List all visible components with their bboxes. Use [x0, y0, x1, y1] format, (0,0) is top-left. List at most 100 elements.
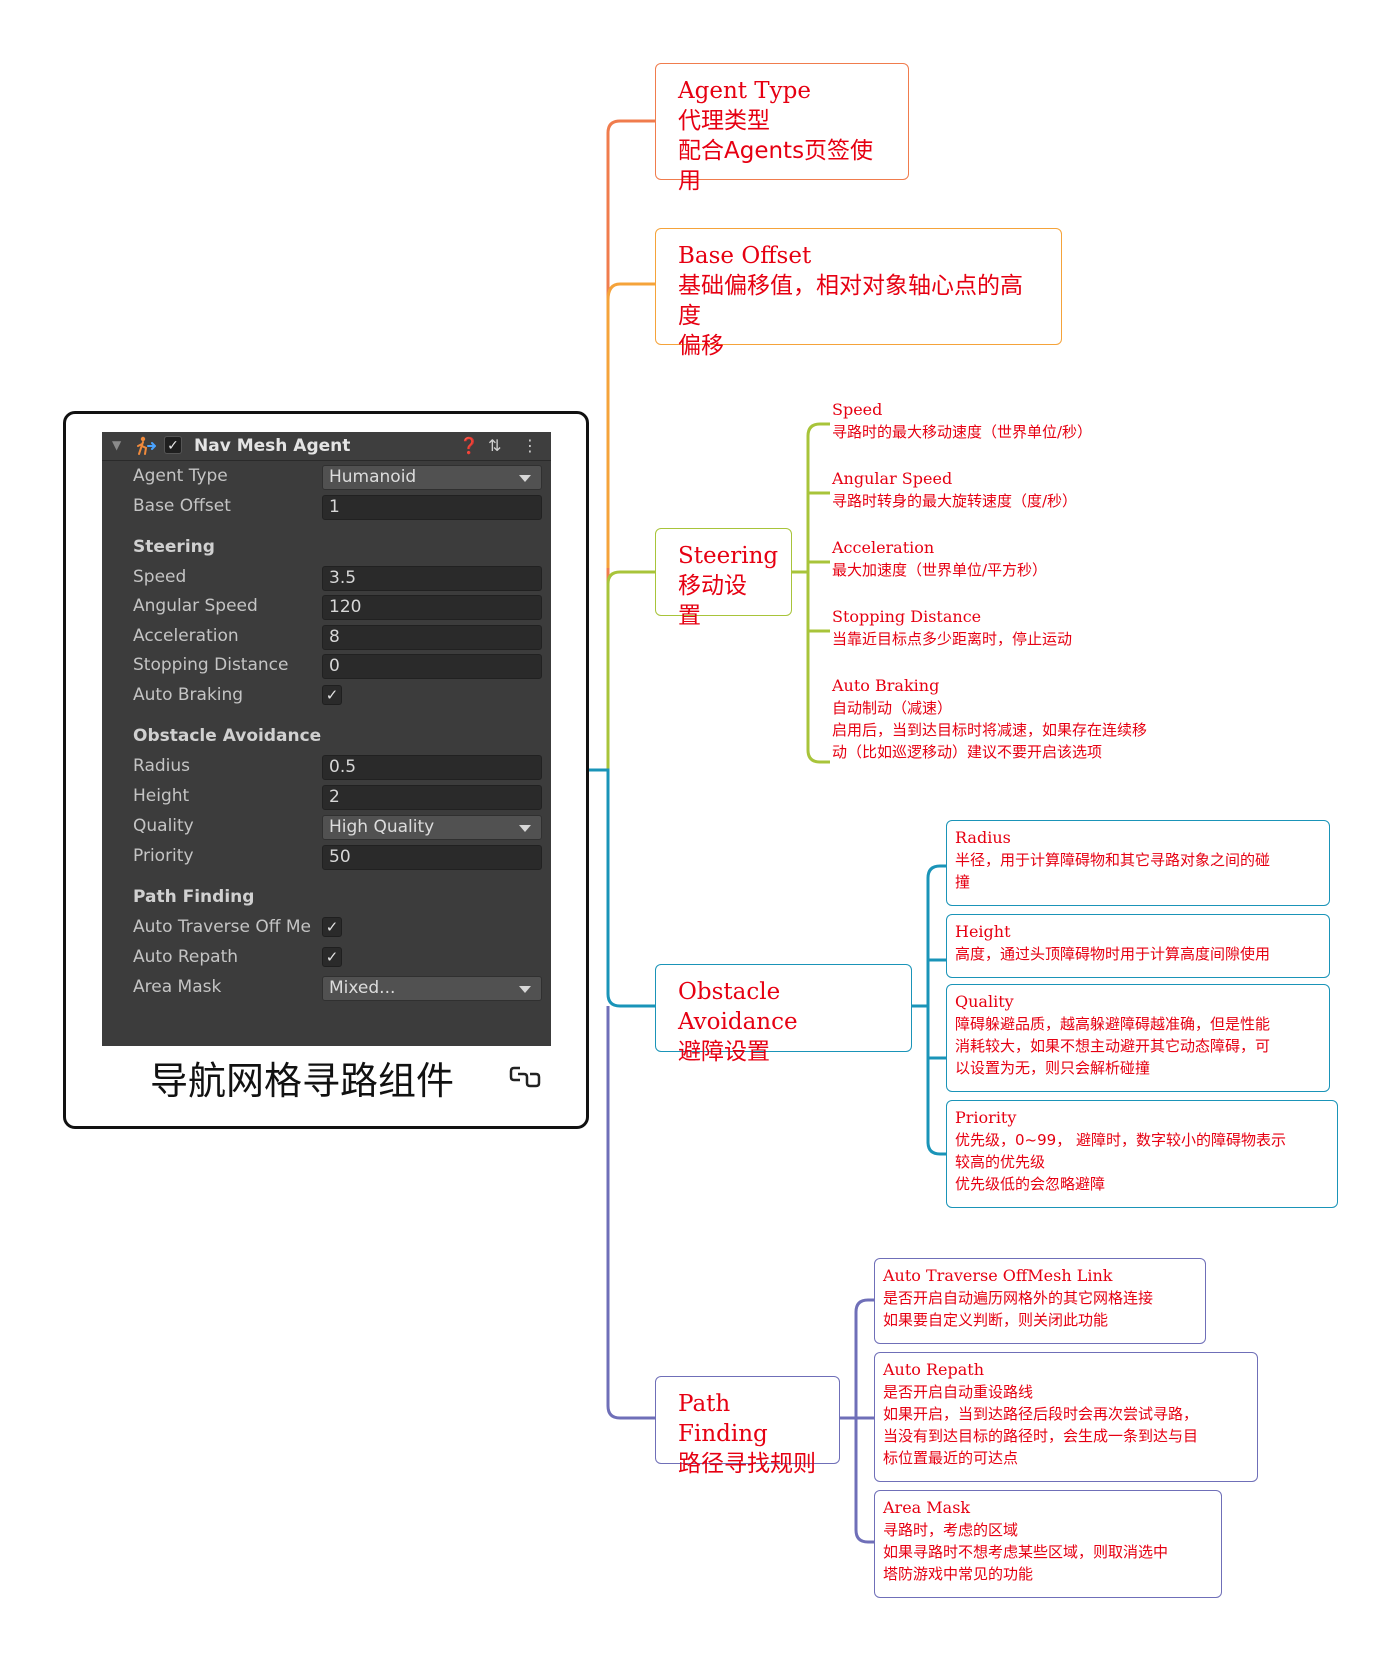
topic-agent-type: Agent Type 代理类型 配合Agents页签使用 — [655, 63, 909, 194]
component-enabled-checkbox[interactable]: ✓ — [164, 436, 182, 454]
acceleration-label: Acceleration — [133, 626, 239, 646]
inspector-header: ▼ ✓ Nav Mesh Agent ❓ ⇅ ⋮ — [102, 432, 551, 461]
steering-stopping-distance-title: Stopping Distance — [832, 607, 982, 626]
more-options-icon[interactable]: ⋮ — [522, 436, 538, 455]
area-mask-dropdown[interactable]: Mixed... — [322, 976, 542, 1001]
steering-acceleration-line-1: 最大加速度（世界单位/平方秒） — [832, 561, 1048, 579]
topic-base-offset-line-1: 基础偏移值，相对对象轴心点的高度 — [678, 273, 1023, 329]
path-auto-repath-line-2: 如果开启，当到达路径后段时会再次尝试寻路， — [883, 1405, 1199, 1423]
acceleration-field[interactable]: 8 — [322, 625, 542, 650]
speed-field[interactable]: 3.5 — [322, 566, 542, 591]
topic-agent-type-line-2: 配合Agents页签使用 — [678, 138, 874, 194]
auto-repath-checkbox[interactable]: ✓ — [322, 947, 342, 967]
angular-speed-label: Angular Speed — [133, 596, 258, 616]
topic-path-title: Path Finding — [678, 1391, 768, 1447]
path-auto-traverse-line-2: 如果要自定义判断，则关闭此功能 — [883, 1311, 1109, 1329]
topic-steering-title: Steering — [678, 543, 779, 569]
quality-value: High Quality — [329, 817, 435, 837]
path-finding-section-header: Path Finding — [133, 887, 255, 907]
radius-field[interactable]: 0.5 — [322, 755, 542, 780]
steering-auto-braking-line-1: 自动制动（减速） — [832, 699, 953, 717]
nav-mesh-agent-inspector: ▼ ✓ Nav Mesh Agent ❓ ⇅ ⋮ Agent Type Huma… — [102, 432, 551, 1046]
auto-braking-checkbox[interactable]: ✓ — [322, 685, 342, 705]
path-auto-traverse-line-1: 是否开启自动遍历网格外的其它网格连接 — [883, 1289, 1154, 1307]
foldout-arrow-icon[interactable]: ▼ — [112, 438, 122, 452]
obstacle-priority-line-2: 较高的优先级 — [955, 1153, 1046, 1171]
height-label: Height — [133, 786, 190, 806]
base-offset-label: Base Offset — [133, 496, 231, 516]
obstacle-priority-line-3: 优先级低的会忽略避障 — [955, 1175, 1106, 1193]
quality-dropdown[interactable]: High Quality — [322, 815, 542, 840]
presets-icon[interactable]: ⇅ — [488, 436, 502, 455]
topic-path-subtitle: 路径寻找规则 — [678, 1451, 816, 1477]
topic-base-offset: Base Offset 基础偏移值，相对对象轴心点的高度 偏移 — [655, 228, 1062, 359]
trunk-base-offset — [606, 282, 655, 301]
path-area-mask: Area Mask 寻路时，考虑的区域 如果寻路时不想考虑某些区域，则取消选中 … — [874, 1490, 1222, 1598]
trunk-agent-type — [589, 119, 655, 772]
chevron-down-icon — [519, 825, 531, 832]
root-caption: 导航网格寻路组件 — [150, 1059, 455, 1103]
steering-acceleration-title: Acceleration — [832, 538, 935, 557]
obstacle-quality-line-1: 障碍躲避品质，越高躲避障碍越准确，但是性能 — [955, 1015, 1271, 1033]
path-auto-traverse-title: Auto Traverse OffMesh Link — [883, 1266, 1113, 1285]
trunk-path — [606, 1006, 655, 1420]
path-area-mask-line-1: 寻路时，考虑的区域 — [883, 1521, 1019, 1539]
area-mask-label: Area Mask — [133, 977, 222, 997]
link-icon[interactable] — [508, 1062, 544, 1090]
obstacle-radius-line-2: 撞 — [955, 873, 971, 891]
path-auto-repath-line-3: 当没有到达目标的路径时，会生成一条到达与目 — [883, 1427, 1199, 1445]
steering-branch-vertical — [806, 422, 830, 764]
steering-auto-braking-line-2: 启用后，当到达目标时将减速，如果存在连续移 — [832, 721, 1148, 739]
steering-section-header: Steering — [133, 537, 215, 557]
steering-angular-speed-line-1: 寻路时转身的最大旋转速度（度/秒） — [832, 492, 1078, 510]
obstacle-priority: Priority 优先级，0~99， 避障时，数字较小的障碍物表示 较高的优先级… — [946, 1100, 1338, 1208]
path-auto-repath-line-4: 标位置最近的可达点 — [883, 1449, 1019, 1467]
obstacle-branch-vertical — [926, 864, 946, 1156]
chevron-down-icon — [519, 986, 531, 993]
priority-field[interactable]: 50 — [322, 845, 542, 870]
path-auto-repath-title: Auto Repath — [883, 1360, 985, 1379]
path-auto-traverse: Auto Traverse OffMesh Link 是否开启自动遍历网格外的其… — [874, 1258, 1206, 1344]
topic-steering: Steering 移动设置 — [655, 528, 792, 629]
agent-type-dropdown[interactable]: Humanoid — [322, 465, 542, 490]
base-offset-field[interactable]: 1 — [322, 495, 542, 520]
stopping-distance-field[interactable]: 0 — [322, 654, 542, 679]
path-area-mask-title: Area Mask — [883, 1498, 971, 1517]
obstacle-radius-line-1: 半径，用于计算障碍物和其它寻路对象之间的碰 — [955, 851, 1271, 869]
path-auto-repath: Auto Repath 是否开启自动重设路线 如果开启，当到达路径后段时会再次尝… — [874, 1352, 1258, 1482]
agent-type-label: Agent Type — [133, 466, 228, 486]
trunk-obstacle — [589, 768, 655, 1008]
help-icon[interactable]: ❓ — [459, 436, 479, 455]
steering-branch-ticks — [808, 491, 830, 633]
height-field[interactable]: 2 — [322, 785, 542, 810]
obstacle-avoidance-section-header: Obstacle Avoidance — [133, 726, 322, 746]
obstacle-priority-title: Priority — [955, 1108, 1017, 1127]
obstacle-quality-line-3: 以设置为无，则只会解析碰撞 — [955, 1059, 1151, 1077]
steering-acceleration: Acceleration 最大加速度（世界单位/平方秒） — [832, 537, 1047, 581]
steering-speed-line-1: 寻路时的最大移动速度（世界单位/秒） — [832, 423, 1093, 441]
steering-angular-speed: Angular Speed 寻路时转身的最大旋转速度（度/秒） — [832, 468, 1077, 512]
auto-traverse-checkbox[interactable]: ✓ — [322, 917, 342, 937]
component-title: Nav Mesh Agent — [194, 436, 351, 456]
topic-steering-subtitle: 移动设置 — [678, 573, 747, 629]
radius-label: Radius — [133, 756, 191, 776]
auto-braking-label: Auto Braking — [133, 685, 244, 705]
priority-label: Priority — [133, 846, 194, 866]
obstacle-priority-line-1: 优先级，0~99， 避障时，数字较小的障碍物表示 — [955, 1131, 1286, 1149]
topic-obstacle-title: Obstacle Avoidance — [678, 979, 798, 1035]
steering-auto-braking-line-3: 动（比如巡逻移动）建议不要开启该选项 — [832, 743, 1103, 761]
obstacle-height-title: Height — [955, 922, 1011, 941]
topic-agent-type-title: Agent Type — [678, 78, 811, 104]
steering-angular-speed-title: Angular Speed — [832, 469, 953, 488]
topic-base-offset-line-2: 偏移 — [678, 333, 724, 359]
steering-speed: Speed 寻路时的最大移动速度（世界单位/秒） — [832, 399, 1092, 443]
quality-label: Quality — [133, 816, 194, 836]
area-mask-value: Mixed... — [329, 978, 396, 998]
obstacle-radius: Radius 半径，用于计算障碍物和其它寻路对象之间的碰 撞 — [946, 820, 1330, 906]
angular-speed-field[interactable]: 120 — [322, 595, 542, 620]
topic-base-offset-title: Base Offset — [678, 243, 812, 269]
obstacle-radius-title: Radius — [955, 828, 1011, 847]
topic-obstacle-subtitle: 避障设置 — [678, 1039, 770, 1065]
path-area-mask-line-2: 如果寻路时不想考虑某些区域，则取消选中 — [883, 1543, 1169, 1561]
